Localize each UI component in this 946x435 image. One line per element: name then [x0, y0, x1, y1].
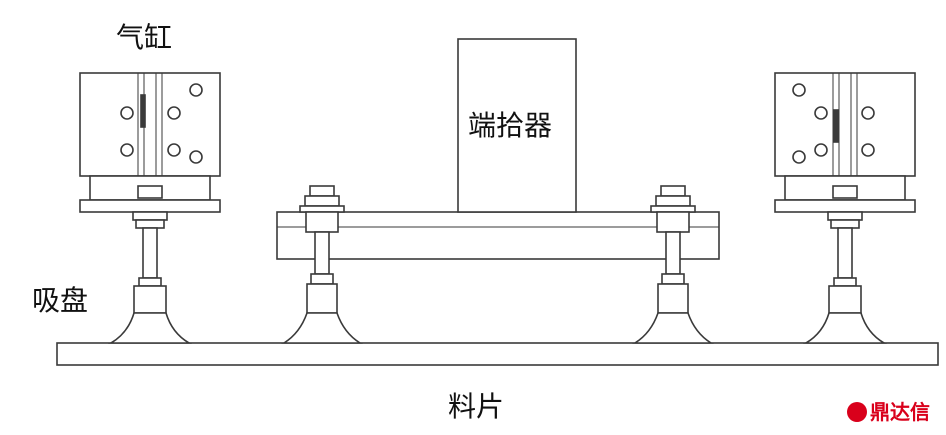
- suction-cup-label: 吸盘: [32, 284, 89, 317]
- end-effector-label: 端拾器: [468, 109, 553, 142]
- suction-cup-inner-right: [632, 185, 714, 344]
- suction-cup-inner-left: [281, 185, 363, 344]
- logo-text: 鼎达信: [870, 400, 930, 424]
- cylinder-label: 气缸: [116, 21, 173, 54]
- sheet-label: 料片: [448, 390, 505, 423]
- logo-icon: [847, 402, 867, 422]
- right-cylinder: [774, 72, 916, 344]
- beam: [276, 211, 720, 260]
- sheet: [56, 342, 939, 366]
- end-effector-block: [457, 38, 577, 213]
- left-cylinder: [79, 72, 221, 344]
- watermark-logo: 鼎达信: [847, 402, 930, 422]
